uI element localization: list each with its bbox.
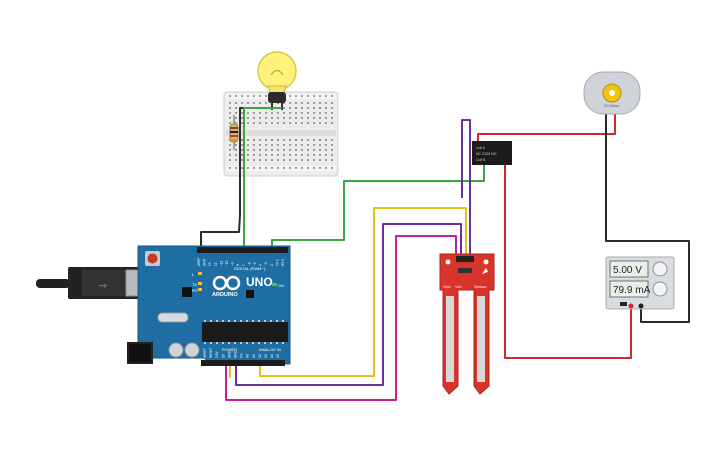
wire-black-bulb: [200, 107, 272, 252]
power-analog-header: [201, 360, 285, 366]
current-knob[interactable]: [652, 281, 668, 297]
power-analog-pin-label: GND: [234, 350, 238, 358]
sensor-pin-sensor: Sensor: [474, 284, 487, 289]
digital-pin-label: AREF: [197, 257, 201, 266]
wire-red-relay-motor: [477, 113, 616, 142]
power-analog-pin-label: A1: [252, 354, 256, 358]
relay-label-1: Coil A: [476, 146, 486, 150]
ic-pins: [204, 320, 284, 344]
power-analog-pin-label: IOREF: [203, 348, 207, 358]
sensor-pin-vcc: Vcc: [455, 284, 462, 289]
power-analog-pin-label: GND: [227, 350, 231, 358]
arduino-model: UNO: [246, 275, 273, 289]
digital-pin-label: 13: [208, 262, 212, 266]
digital-pin-label: RX 0: [281, 259, 285, 266]
l-label: L: [192, 272, 195, 277]
arduino-brand: ARDUINO: [212, 292, 238, 298]
wire-red-relay-psu: [504, 162, 632, 359]
digital-header-label: DIGITAL (PWM~): [234, 266, 266, 271]
power-analog-pin-label: 5V: [221, 353, 225, 358]
resistor[interactable]: [229, 115, 239, 150]
current-readout: 79.9 mA: [613, 285, 651, 296]
digital-pin-label: ~6: [247, 262, 251, 266]
digital-pin-label: ~11: [219, 261, 223, 266]
digital-pin-label: ~10: [225, 260, 229, 266]
analog-header-label: ANALOG IN: [259, 347, 281, 352]
wire-purple-relay: [461, 119, 471, 256]
wire-green-bulb: [243, 107, 282, 252]
digital-pin-label: ~9: [231, 262, 235, 266]
wire-green-relay: [271, 163, 485, 252]
tx-label: TX: [192, 282, 197, 287]
digital-pin-label: TX 1: [275, 259, 279, 266]
digital-pin-label: 4: [259, 264, 263, 266]
relay-label-2: NC COM NO: [476, 152, 497, 156]
power-header-label: POWER: [222, 347, 237, 352]
wire-yellow-vcc: [259, 207, 467, 377]
digital-header: [197, 247, 288, 253]
digital-pin-label: ~5: [253, 262, 257, 266]
on-label: ON: [278, 283, 284, 288]
digital-pin-label: 7: [242, 264, 246, 266]
terminal-negative[interactable]: [638, 303, 644, 309]
wire-purple-sensor: [235, 223, 462, 386]
wire-black-motor-psu: [605, 113, 690, 323]
motor-label: DC Motor: [604, 104, 620, 108]
wires: [200, 107, 690, 401]
digital-pin-label: 8: [236, 264, 240, 266]
relay-label-3: Coil B: [476, 158, 486, 162]
power-analog-pin-label: A3: [264, 354, 268, 358]
voltage-readout: 5.00 V: [613, 265, 642, 276]
dc-motor[interactable]: DC Motor: [583, 71, 641, 115]
soil-moisture-sensor[interactable]: Gnd Vcc Sensor: [439, 253, 495, 395]
arduino-uno[interactable]: ⇝ ARDUINO UNO ON L TX RX: [36, 245, 291, 366]
power-analog-pin-label: A2: [258, 354, 262, 358]
power-analog-pin-label: Vin: [240, 353, 244, 358]
svg-text:⇝: ⇝: [98, 280, 107, 292]
sensor-pin-gnd: Gnd: [443, 284, 451, 289]
rx-label: RX: [192, 288, 198, 293]
wire-magenta-sensor: [225, 235, 457, 401]
power-analog-pin-label: A4: [270, 354, 274, 358]
digital-pin-label: GND: [203, 258, 207, 266]
relay[interactable]: Coil A NC COM NO Coil B: [472, 141, 512, 165]
power-analog-pin-label: RESET: [209, 347, 213, 358]
terminal-positive[interactable]: [628, 303, 634, 309]
digital-pin-label: ~3: [264, 262, 268, 266]
digital-pin-label: 12: [214, 262, 218, 266]
power-supply[interactable]: 5.00 V 79.9 mA: [605, 256, 675, 310]
power-analog-pin-label: 3.3V: [215, 351, 219, 358]
power-analog-pin-label: A5: [276, 354, 280, 358]
digital-pin-label: 2: [270, 264, 274, 266]
arduino-logo: [212, 275, 241, 291]
voltage-knob[interactable]: [652, 261, 668, 277]
breadboard-holes: [229, 95, 333, 169]
power-analog-pin-label: A0: [246, 354, 250, 358]
light-bulb[interactable]: [257, 51, 297, 110]
